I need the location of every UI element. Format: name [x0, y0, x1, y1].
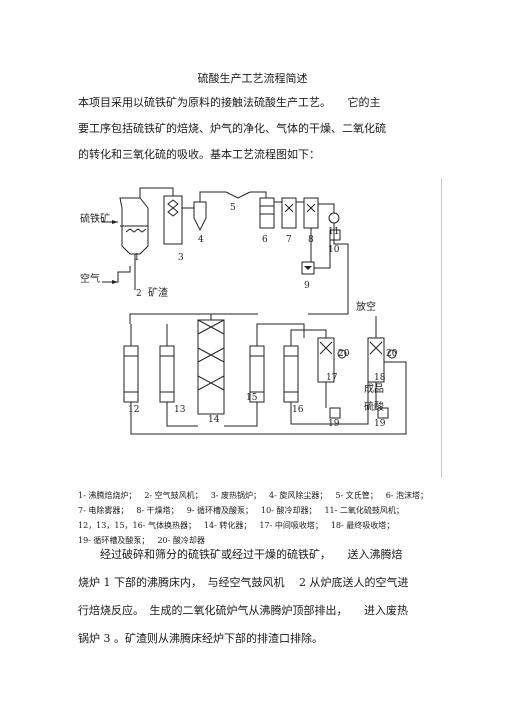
legend-item: 5- 文氏管；: [335, 491, 378, 500]
label-n12: 12: [128, 405, 139, 415]
label-vent: 放空: [356, 300, 376, 313]
drying-tower-shape: [303, 197, 319, 229]
venturi-shape: [225, 191, 251, 199]
demister-shape: [281, 197, 297, 229]
label-n19b: 19: [374, 419, 386, 429]
label-n8: 8: [308, 235, 314, 245]
legend-item: 3- 废热锅炉；: [210, 491, 262, 500]
heat-exchanger-12-shape: [123, 345, 139, 403]
heat-exchanger-13-shape: [159, 345, 175, 403]
label-n20b: 20: [386, 349, 398, 359]
body-line-3: 行焙烧反应。 生成的二氧化硫炉气从沸腾炉顶部排出， 进入废热: [78, 604, 408, 617]
label-n4: 4: [198, 235, 204, 245]
so2-blower-shape: [328, 212, 340, 224]
legend-item: 10- 酸冷却器；: [261, 506, 317, 515]
label-air: 空气: [80, 272, 100, 285]
label-slag: 矿渣: [148, 286, 168, 299]
legend-item: 1- 沸腾焙烧炉；: [78, 491, 137, 500]
label-n18: 18: [374, 373, 386, 383]
body-line-4: 锅炉 3 。矿渣则从沸腾床经炉下部的排渣口排除。: [78, 632, 323, 645]
legend-item: 7- 电除雾器；: [78, 506, 129, 515]
foam-tower-shape: [259, 197, 275, 229]
label-n2: 2: [136, 289, 142, 299]
legend-item: 18- 最终吸收塔；: [330, 521, 395, 530]
label-n1: 1: [134, 253, 140, 263]
page-title: 硫酸生产工艺流程简述: [197, 72, 308, 85]
label-n14: 14: [208, 415, 220, 425]
acid-cooler-shape: [329, 229, 341, 241]
heat-exchanger-16-shape: [283, 345, 299, 403]
legend-item: 8- 干燥塔；: [136, 506, 179, 515]
intro-line-1: 本项目采用以硫铁矿为原料的接触法硫酸生产工艺。 它的主: [78, 96, 381, 109]
label-n20a: 20: [338, 349, 350, 359]
roaster-furnace-shape: [119, 197, 149, 255]
waste-heat-boiler-shape: [163, 195, 183, 245]
legend-item: 19- 循环槽及酸泵；: [78, 536, 150, 545]
intro-line-3: 的转化和三氧化硫的吸收。基本工艺流程图如下：: [78, 148, 320, 161]
legend-item: 14- 转化器；: [203, 521, 252, 530]
converter-shape: [197, 319, 225, 415]
legend-item: 17- 中间吸收塔；: [259, 521, 323, 530]
process-flow-diagram: 硫铁矿 空气 矿渣 放空 成品 硫酸 1 2 3 4 5 6 7 8 9 10 …: [80, 187, 407, 435]
body-line-2: 烧炉 1 下部的沸腾床内， 与经空气鼓风机 2 从炉底送人的空气进: [78, 576, 409, 589]
label-n7: 7: [286, 235, 292, 245]
page-side-rule: [441, 178, 442, 478]
label-n10: 10: [328, 245, 340, 255]
cyclone-shape: [193, 201, 207, 232]
label-n16: 16: [292, 405, 304, 415]
legend-item: 12，13，15，16- 气体换热器；: [78, 521, 196, 530]
legend-item: 6- 泡沫塔；: [385, 491, 429, 500]
label-product-acid-2: 硫酸: [364, 400, 384, 413]
label-n15: 15: [246, 393, 258, 403]
label-n17: 17: [326, 373, 338, 383]
legend-item: 9- 循环槽及酸泵；: [186, 506, 254, 515]
label-n3: 3: [178, 253, 184, 263]
legend-item: 4- 旋风除尘器；: [269, 491, 328, 500]
body-line-1: 经过破碎和筛分的硫铁矿或经过干燥的硫铁矿， 送入沸腾焙: [78, 548, 403, 561]
label-product-acid-1: 成品: [364, 383, 384, 395]
label-n5: 5: [230, 203, 236, 213]
label-ore: 硫铁矿: [80, 212, 110, 225]
label-n11: 11: [328, 227, 339, 237]
label-n19a: 19: [328, 419, 340, 429]
label-n9: 9: [304, 281, 310, 291]
label-n13: 13: [174, 405, 186, 415]
legend-item: 20- 酸冷却器: [157, 536, 205, 545]
intro-line-2: 要工序包括硫铁矿的焙烧、炉气的净化、气体的干燥、二氧化硫: [78, 122, 386, 135]
legend-item: 11- 二氧化硫鼓风机；: [324, 506, 404, 515]
legend-item: 2- 空气鼓风机；: [144, 491, 203, 500]
label-n6: 6: [262, 235, 268, 245]
equipment-legend: 1- 沸腾焙烧炉； 2- 空气鼓风机； 3- 废热锅炉； 4- 旋风除尘器； 5…: [78, 488, 430, 548]
